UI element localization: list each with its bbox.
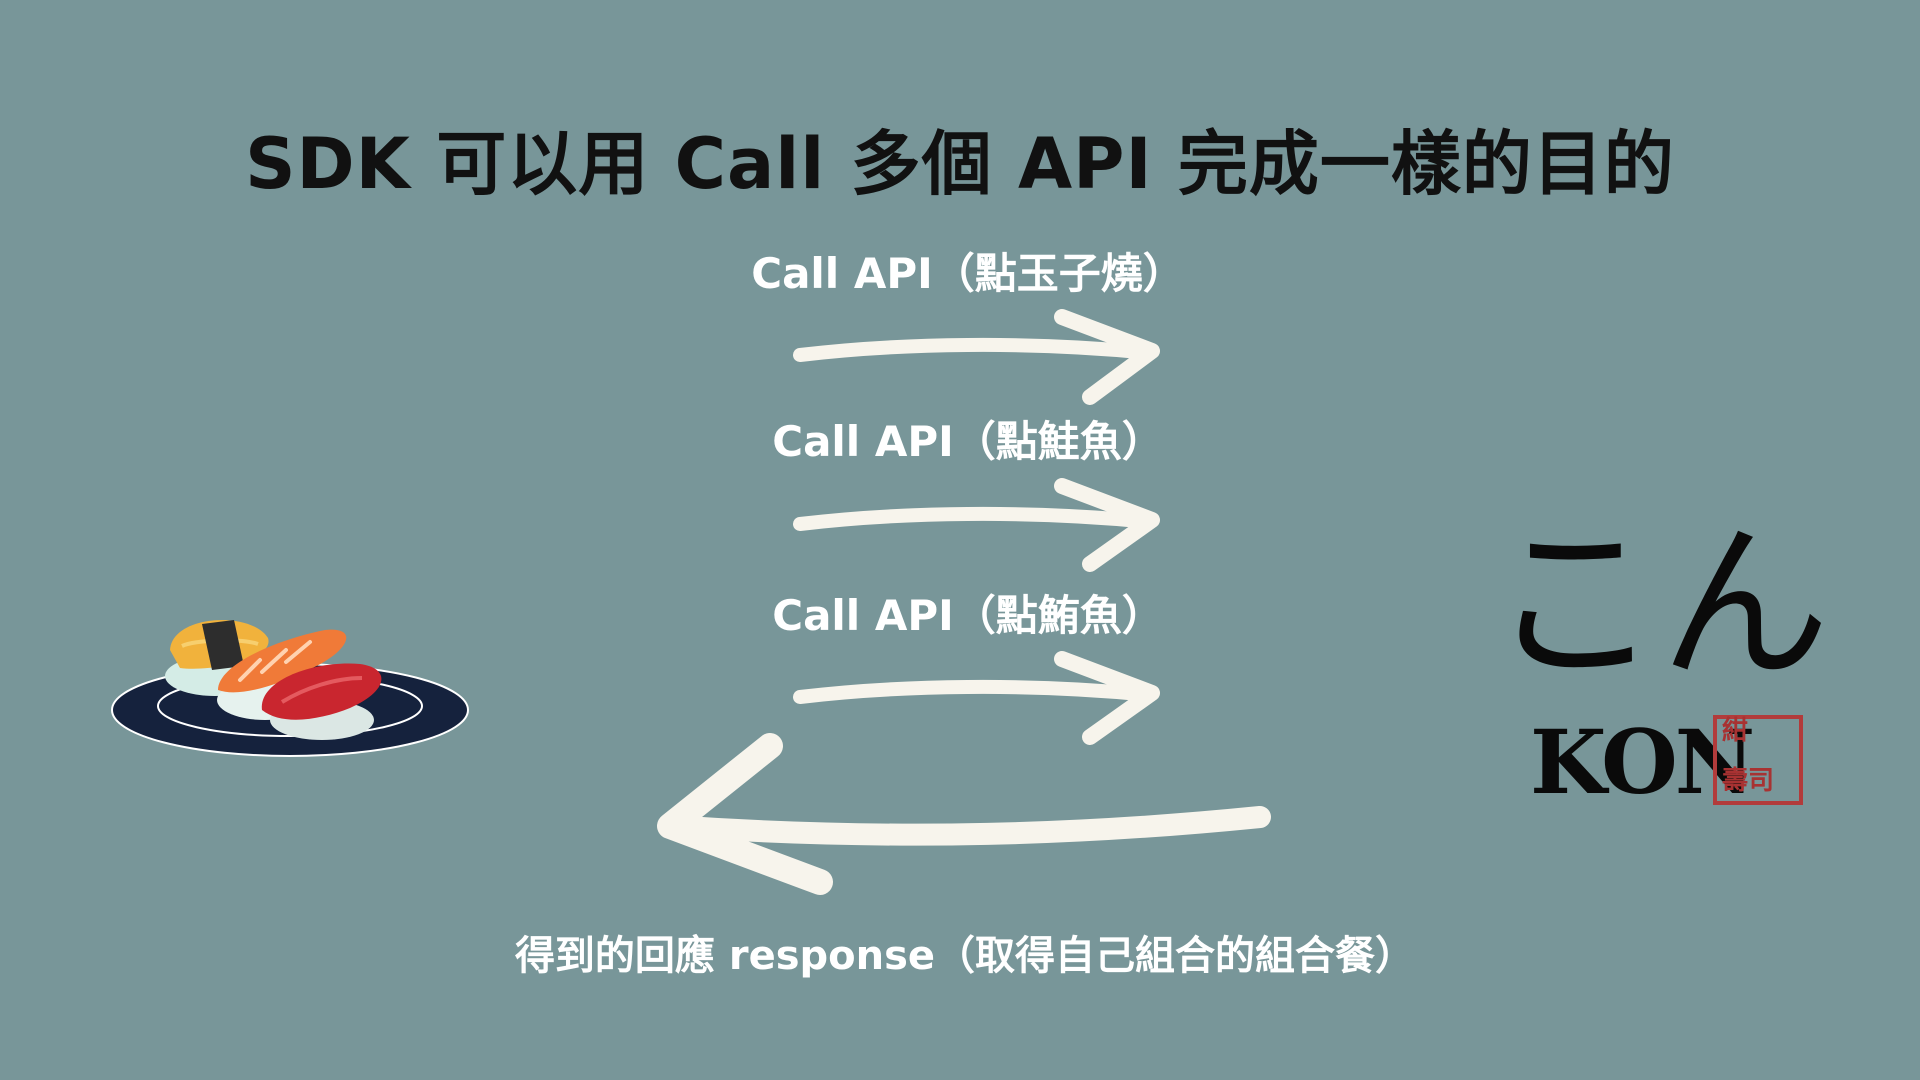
logo-name: KON xyxy=(1530,710,1755,814)
logo-seal-line2: 壽司 xyxy=(1722,766,1775,796)
slide-title: SDK 可以用 Call 多個 API 完成一樣的目的 xyxy=(245,123,1675,205)
logo-kana: こん xyxy=(1490,506,1831,704)
response-arrow xyxy=(657,733,1271,895)
logo-seal-line1: 紺 xyxy=(1722,716,1749,746)
response-label: 得到的回應 response（取得自己組合的組合餐） xyxy=(514,933,1416,979)
logo-seal-stamp xyxy=(1713,715,1803,805)
request-label-tamagoyaki: Call API（點玉子燒） xyxy=(751,249,1185,298)
request-arrow-3 xyxy=(793,651,1160,745)
request-label-tuna: Call API（點鮪魚） xyxy=(772,591,1164,640)
request-arrow-1 xyxy=(793,309,1160,405)
request-label-salmon: Call API（點鮭魚） xyxy=(772,417,1164,466)
sushi-plate-icon xyxy=(111,619,469,757)
kon-sushi-logo: こん KON 紺 壽司 xyxy=(1490,520,1830,830)
request-arrow-2 xyxy=(793,478,1160,572)
